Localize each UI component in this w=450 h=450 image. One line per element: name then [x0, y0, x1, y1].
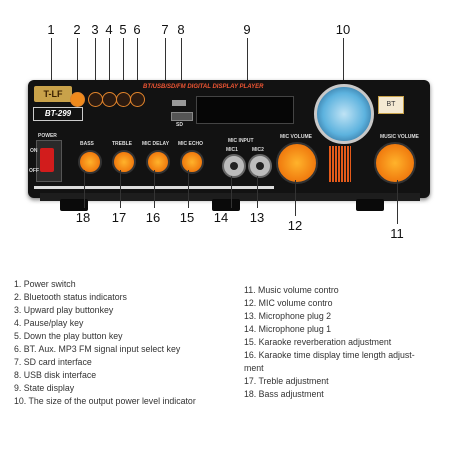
- display-title: BT/USB/SD/FM DIGITAL DISPLAY PLAYER: [143, 84, 264, 90]
- foot-mid: [212, 199, 240, 211]
- callout-15: 15: [179, 210, 195, 225]
- play-pause-button[interactable]: [102, 92, 117, 107]
- callout-12: 12: [287, 218, 303, 233]
- sd-card-slot[interactable]: [171, 112, 193, 121]
- legend-right: 11. Music volume contro 12. MIC volume c…: [244, 284, 444, 401]
- usb-port[interactable]: [172, 100, 186, 106]
- bluetooth-indicator: [70, 92, 85, 107]
- leader-3: [95, 38, 96, 90]
- legend-item-16-cont: ment: [244, 363, 264, 373]
- leader-9: [247, 38, 248, 96]
- legend-item-4: 4. Pause/play key: [14, 318, 84, 328]
- legend-item-18: 18. Bass adjustment: [244, 389, 324, 399]
- power-label: POWER: [38, 133, 57, 139]
- leader-16: [154, 170, 155, 208]
- leader-2: [77, 38, 78, 90]
- leader-7: [165, 38, 166, 100]
- mic2-jack[interactable]: [248, 154, 272, 178]
- legend-item-10: 10. The size of the output power level i…: [14, 396, 196, 406]
- legend-item-2: 2. Bluetooth status indicators: [14, 292, 127, 302]
- mic-delay-label: MIC DELAY: [142, 141, 170, 147]
- legend-item-8: 8. USB disk interface: [14, 370, 97, 380]
- legend-item-9: 9. State display: [14, 383, 75, 393]
- amplifier-base: [40, 193, 420, 201]
- callout-4: 4: [105, 22, 113, 37]
- output-level-meter: [314, 84, 374, 144]
- legend-item-17: 17. Treble adjustment: [244, 376, 329, 386]
- callout-16: 16: [145, 210, 161, 225]
- next-button[interactable]: [116, 92, 131, 107]
- music-volume-label: MUSIC VOLUME: [380, 134, 419, 140]
- leader-5: [123, 38, 124, 90]
- legend-item-11: 11. Music volume contro: [244, 285, 339, 295]
- callout-2: 2: [73, 22, 81, 37]
- callout-13: 13: [249, 210, 265, 225]
- mic-volume-label: MIC VOLUME: [280, 134, 312, 140]
- mic1-label: MIC1: [226, 147, 238, 153]
- legend-item-12: 12. MIC volume contro: [244, 298, 333, 308]
- callout-10: 10: [335, 22, 351, 37]
- legend-left: 1. Power switch 2. Bluetooth status indi…: [14, 278, 229, 408]
- bass-label: BASS: [80, 141, 94, 147]
- mic-volume-knob[interactable]: [276, 142, 318, 184]
- callout-1: 1: [47, 22, 55, 37]
- music-volume-knob[interactable]: [374, 142, 416, 184]
- treble-knob[interactable]: [112, 150, 136, 174]
- leader-18: [84, 170, 85, 208]
- leader-14: [231, 176, 232, 208]
- callout-11: 11: [390, 226, 404, 241]
- callout-17: 17: [111, 210, 127, 225]
- mic2-label: MIC2: [252, 147, 264, 153]
- callout-5: 5: [119, 22, 127, 37]
- level-bars: [329, 146, 351, 182]
- legend-item-1: 1. Power switch: [14, 279, 76, 289]
- legend-item-7: 7. SD card interface: [14, 357, 92, 367]
- treble-label: TREBLE: [112, 141, 132, 147]
- leader-10: [343, 38, 344, 86]
- leader-15: [188, 170, 189, 208]
- sd-label: SD: [176, 122, 183, 128]
- legend-item-16: 16. Karaoke time display time length adj…: [244, 350, 415, 360]
- off-label: OFF: [29, 168, 39, 174]
- mic-input-label: MIC INPUT: [228, 138, 254, 144]
- callout-3: 3: [91, 22, 99, 37]
- foot-left: [60, 199, 88, 211]
- leader-12: [295, 180, 296, 216]
- leader-11: [397, 180, 398, 224]
- legend-item-6: 6. BT. Aux. MP3 FM signal input select k…: [14, 344, 181, 354]
- leader-13: [257, 176, 258, 208]
- state-display: [196, 96, 294, 124]
- legend-item-15: 15. Karaoke reverberation adjustment: [244, 337, 392, 347]
- mic-echo-label: MIC ECHO: [178, 141, 203, 147]
- legend-item-5: 5. Down the play button key: [14, 331, 123, 341]
- power-switch[interactable]: [40, 148, 54, 172]
- mode-select-button[interactable]: [130, 92, 145, 107]
- mic-echo-knob[interactable]: [180, 150, 204, 174]
- callout-6: 6: [133, 22, 141, 37]
- leader-17: [120, 170, 121, 208]
- foot-right: [356, 199, 384, 211]
- mic1-jack[interactable]: [222, 154, 246, 178]
- callout-18: 18: [75, 210, 91, 225]
- bass-knob[interactable]: [78, 150, 102, 174]
- legend-item-3: 3. Upward play buttonkey: [14, 305, 114, 315]
- prev-button[interactable]: [88, 92, 103, 107]
- legend-item-14: 14. Microphone plug 1: [244, 324, 332, 334]
- callout-7: 7: [161, 22, 169, 37]
- bt-badge: BT: [378, 96, 404, 114]
- callout-14: 14: [213, 210, 229, 225]
- leader-8: [181, 38, 182, 100]
- brand-logo: T-LF: [34, 86, 72, 102]
- callout-8: 8: [177, 22, 185, 37]
- leader-6: [137, 38, 138, 90]
- model-label: BT-299: [33, 107, 83, 121]
- on-label: ON: [30, 148, 38, 154]
- leader-4: [109, 38, 110, 90]
- mic-delay-knob[interactable]: [146, 150, 170, 174]
- callout-9: 9: [243, 22, 251, 37]
- legend-item-13: 13. Microphone plug 2: [244, 311, 332, 321]
